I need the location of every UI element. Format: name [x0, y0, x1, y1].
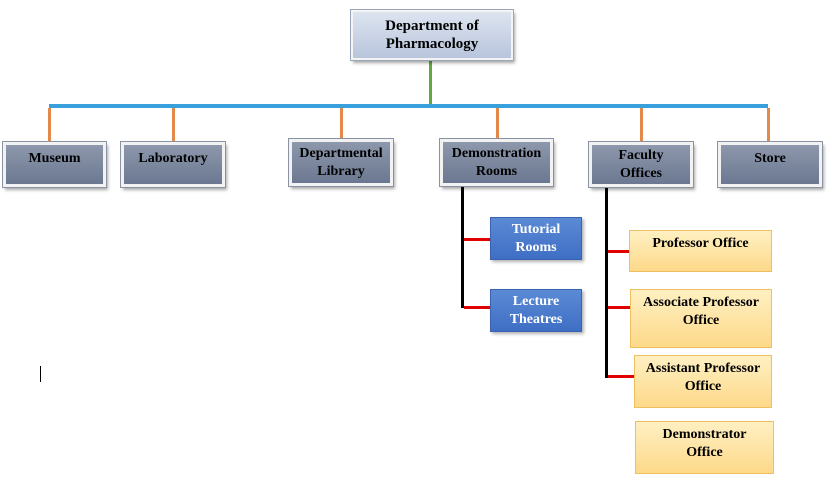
node-assistant-professor-office: Assistant Professor Office [634, 355, 772, 408]
tick-professor-office [608, 250, 630, 253]
node-lecture-theatres: Lecture Theatres [490, 289, 582, 332]
node-department-of-pharmacology: Department of Pharmacology [350, 9, 514, 61]
node-laboratory: Laboratory [120, 141, 226, 188]
node-store: Store [717, 141, 823, 188]
tick-associate-professor-office [608, 306, 630, 309]
drop-line-museum [48, 108, 51, 142]
drop-line-demonstration-rooms [496, 108, 499, 139]
node-demonstrator-office: Demonstrator Office [635, 421, 774, 474]
node-professor-office: Professor Office [629, 230, 772, 272]
drop-line-faculty-offices [640, 108, 643, 142]
tick-lecture-theatres [464, 306, 490, 309]
drop-line-laboratory [172, 108, 175, 142]
drop-line-departmental-library [340, 108, 343, 139]
text-cursor [40, 366, 41, 382]
drop-line-store [767, 108, 770, 142]
root-trunk-line [429, 60, 432, 106]
tick-tutorial-rooms [464, 238, 490, 241]
node-tutorial-rooms: Tutorial Rooms [490, 217, 582, 260]
node-departmental-library: Departmental Library [288, 138, 394, 187]
node-museum: Museum [2, 141, 107, 188]
node-demonstration-rooms: Demonstration Rooms [439, 138, 554, 187]
horizontal-bus-line [49, 104, 768, 108]
faculty-branch-line [605, 186, 608, 378]
node-associate-professor-office: Associate Professor Office [630, 289, 772, 348]
node-faculty-offices: Faculty Offices [588, 141, 694, 188]
tick-assistant-professor-office [608, 375, 634, 378]
demonstration-branch-line [461, 186, 464, 308]
